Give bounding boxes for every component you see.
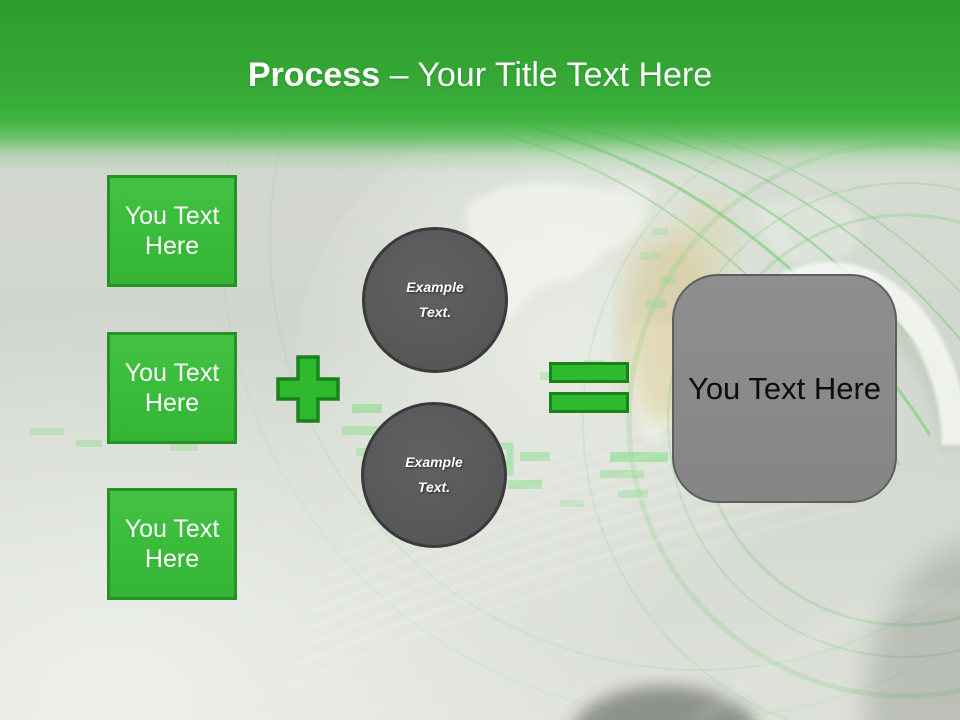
input-box-3[interactable]: You Text Here bbox=[107, 488, 237, 600]
header-gradient-band bbox=[0, 0, 960, 185]
input-box-3-label: You Text Here bbox=[124, 515, 220, 573]
example-circle-1[interactable]: Example Text. bbox=[362, 227, 508, 373]
result-box[interactable]: You Text Here bbox=[672, 274, 897, 503]
input-box-2[interactable]: You Text Here bbox=[107, 332, 237, 444]
example-circle-2-label: Example Text. bbox=[405, 454, 463, 495]
slide-title[interactable]: Process – Your Title Text Here bbox=[0, 54, 960, 96]
title-rest: – Your Title Text Here bbox=[389, 56, 713, 94]
result-box-label: You Text Here bbox=[687, 370, 882, 406]
equals-icon bbox=[549, 362, 629, 383]
input-box-1-label: You Text Here bbox=[124, 202, 220, 260]
example-circle-1-label: Example Text. bbox=[406, 279, 464, 320]
input-box-2-label: You Text Here bbox=[124, 359, 220, 417]
equals-icon-bottom-bar bbox=[549, 392, 629, 413]
title-emphasis: Process bbox=[247, 56, 381, 94]
input-box-1[interactable]: You Text Here bbox=[107, 175, 237, 287]
example-circle-2[interactable]: Example Text. bbox=[361, 402, 507, 548]
plus-icon bbox=[276, 355, 340, 423]
